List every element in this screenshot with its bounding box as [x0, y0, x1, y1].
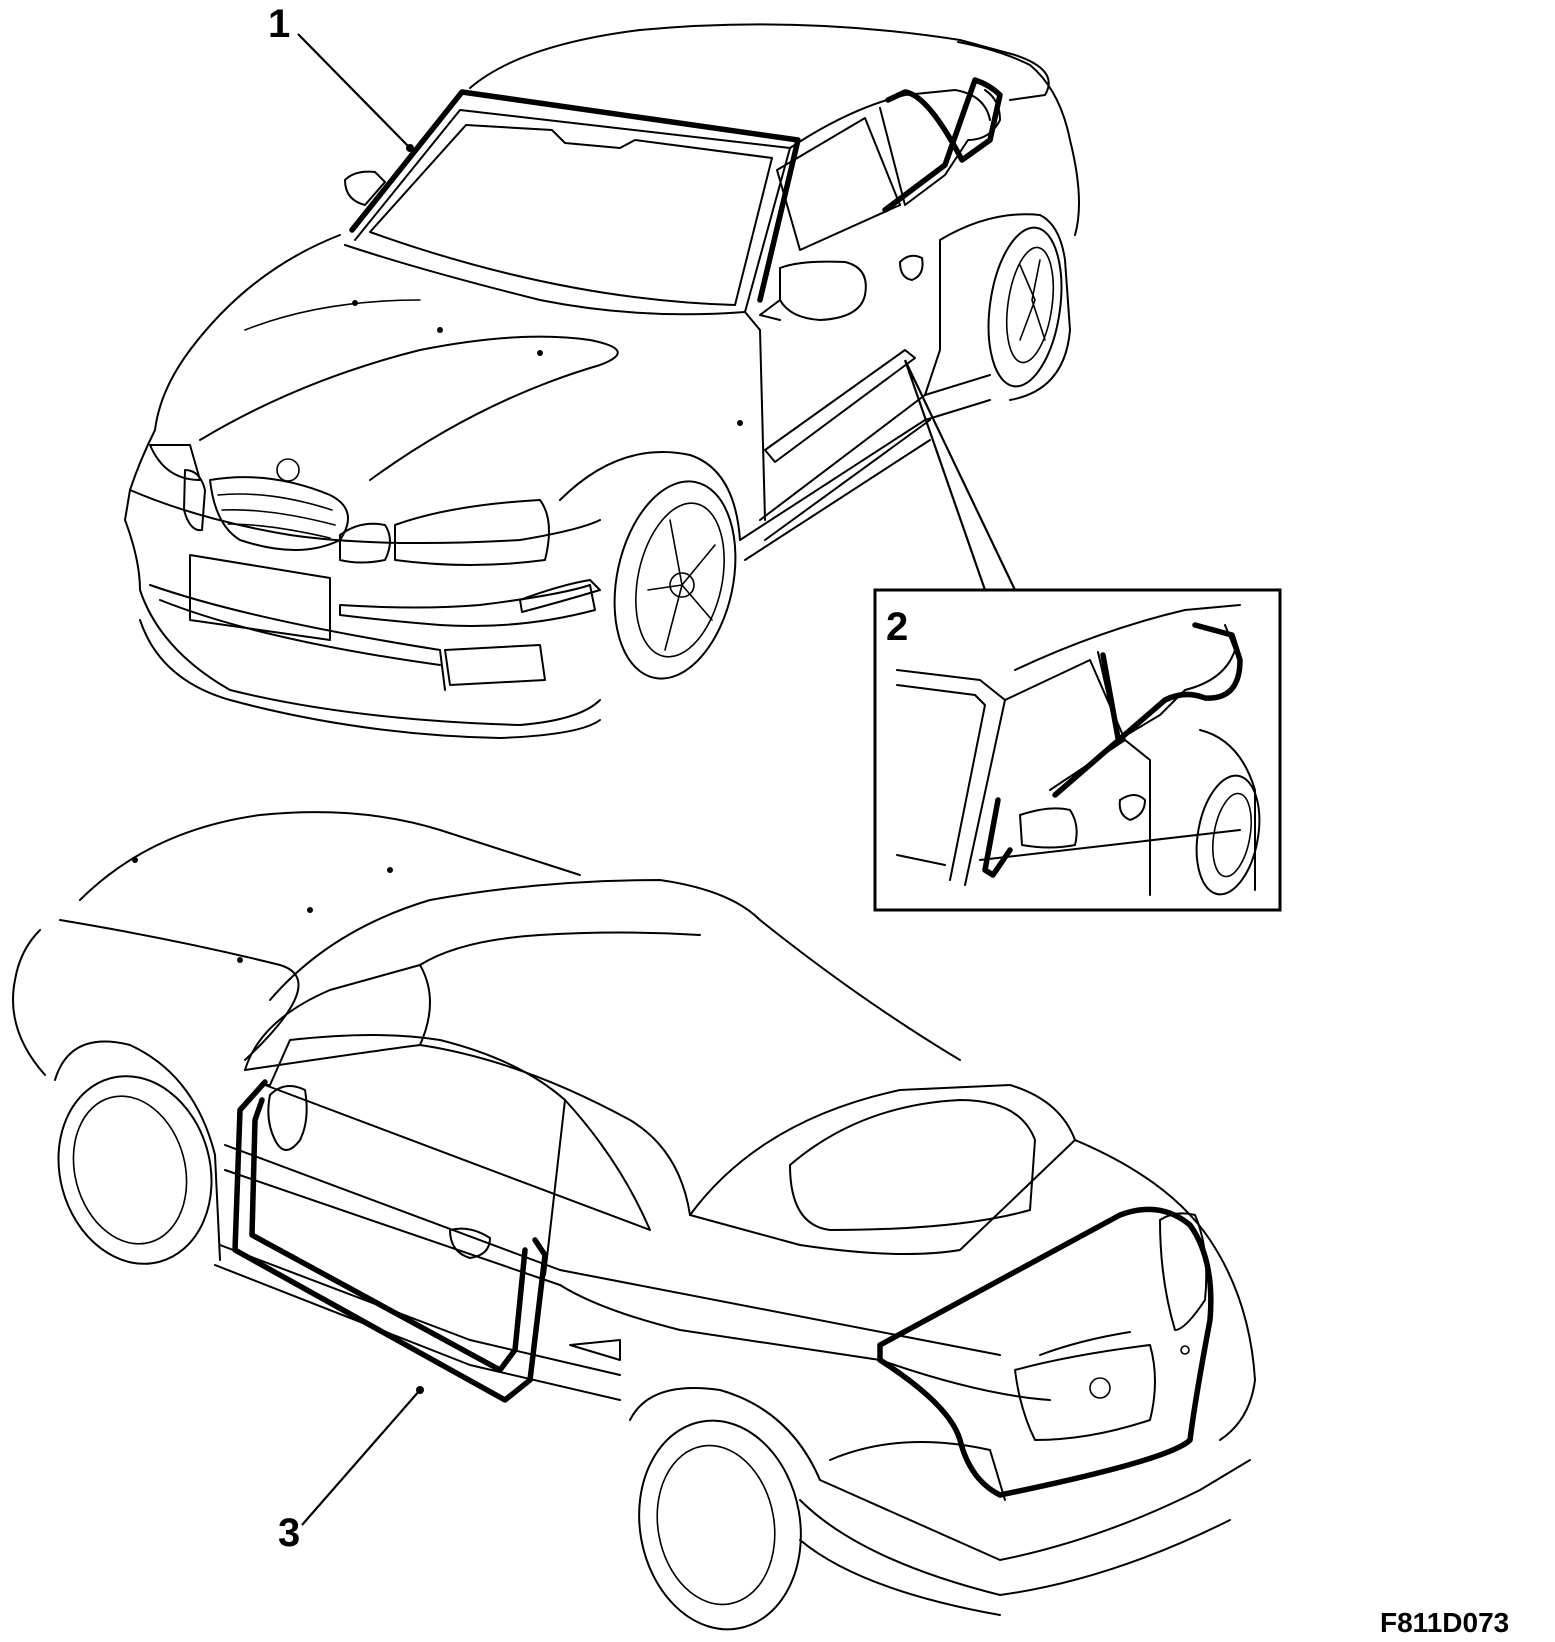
rear-view-car — [12, 811, 1256, 1631]
callout-1-label: 1 — [268, 2, 290, 46]
figure-code: F811D073 — [1380, 1607, 1509, 1638]
front-view-car — [124, 23, 1080, 739]
trunk-lid-seal — [877, 1206, 1214, 1498]
windshield-seal — [349, 89, 801, 303]
inset-door-seal — [1100, 652, 1121, 741]
side-window-seal — [882, 77, 1003, 213]
inset-pillar-seal — [982, 797, 1013, 878]
inset-window-seal — [1052, 622, 1243, 798]
callout-2-group: 2 — [886, 605, 908, 649]
callout-1-group: 1 — [268, 2, 414, 152]
callout-2-label: 2 — [886, 605, 908, 649]
door-opening-seal — [232, 1079, 548, 1403]
callout-3-group: 3 — [278, 1386, 424, 1555]
detail-inset — [873, 359, 1282, 912]
door-opening-inner-seal — [249, 1097, 528, 1373]
callout-3-label: 3 — [278, 1511, 300, 1555]
